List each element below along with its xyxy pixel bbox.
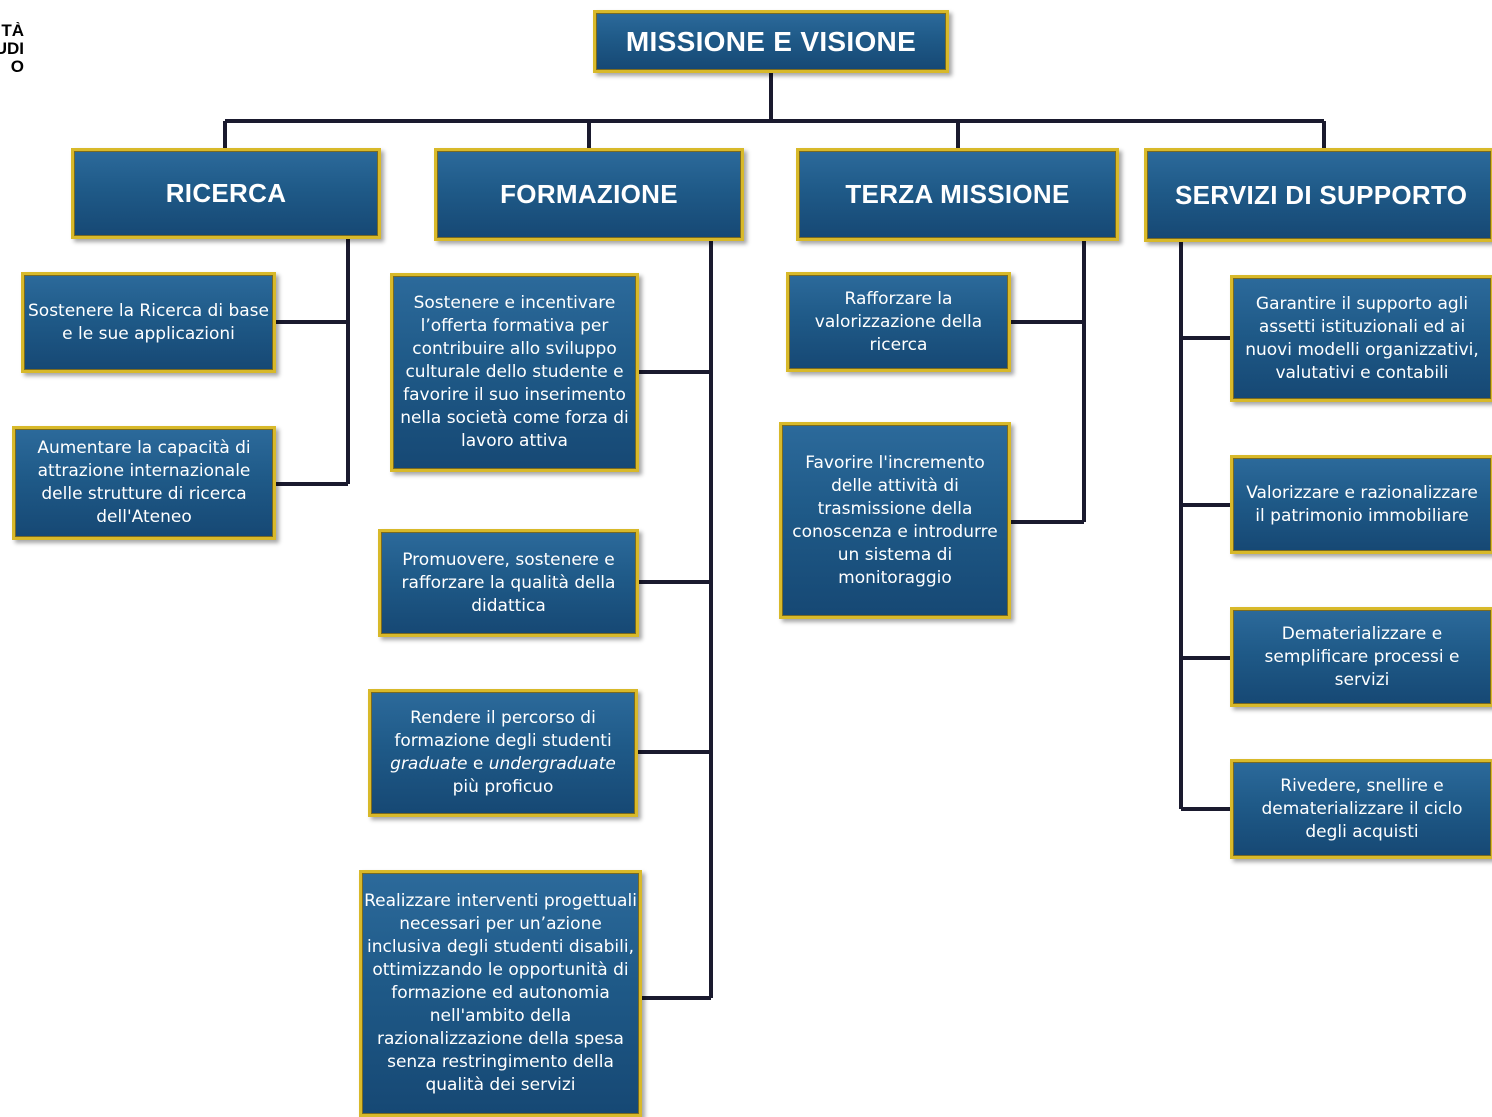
objective-formazione-2: Promuovere, sostenere e rafforzare la qu…: [378, 529, 639, 637]
corner-logo-line-3: O: [10, 57, 24, 76]
area-label: SERVIZI DI SUPPORTO: [1175, 179, 1468, 210]
objective-text: Sostenere e incentivare l’offerta format…: [400, 293, 629, 451]
root-node-missione-visione: MISSIONE E VISIONE: [593, 10, 949, 73]
objective-terza-missione-2: Favorire l'incremento delle attività di …: [779, 422, 1011, 619]
objective-text: Rafforzare la valorizzazione della ricer…: [814, 288, 983, 355]
area-label: TERZA MISSIONE: [845, 179, 1070, 209]
objective-servizi-4: Rivedere, snellire e dematerializzare il…: [1230, 759, 1492, 859]
objective-text: Valorizzare e razionalizzare il patrimon…: [1246, 482, 1478, 526]
objective-text: Favorire l'incremento delle attività di …: [792, 452, 998, 588]
objective-formazione-4: Realizzare interventi progettuali necess…: [359, 870, 642, 1117]
objective-servizi-2: Valorizzare e razionalizzare il patrimon…: [1230, 455, 1492, 554]
objective-text: Rendere il percorso di formazione degli …: [390, 708, 616, 797]
objective-formazione-1: Sostenere e incentivare l’offerta format…: [390, 273, 639, 472]
objective-text: Promuovere, sostenere e rafforzare la qu…: [401, 549, 616, 616]
area-label: FORMAZIONE: [500, 179, 678, 209]
objective-formazione-3: Rendere il percorso di formazione degli …: [368, 689, 638, 817]
area-node-ricerca: RICERCA: [71, 148, 381, 239]
area-node-terza-missione: TERZA MISSIONE: [796, 148, 1119, 241]
objective-ricerca-1: Sostenere la Ricerca di base e le sue ap…: [21, 272, 276, 373]
area-node-formazione: FORMAZIONE: [434, 148, 744, 241]
objective-servizi-3: Dematerializzare e semplificare processi…: [1230, 607, 1492, 707]
root-node-label: MISSIONE E VISIONE: [625, 25, 917, 57]
objective-ricerca-2: Aumentare la capacità di attrazione inte…: [12, 426, 276, 540]
area-label: RICERCA: [165, 178, 287, 208]
objective-text: Realizzare interventi progettuali necess…: [364, 891, 637, 1095]
corner-logo-text: TÀ UDI O: [0, 22, 24, 76]
objective-servizi-1: Garantire il supporto agli assetti istit…: [1230, 275, 1492, 402]
objective-text: Rivedere, snellire e dematerializzare il…: [1261, 775, 1463, 842]
corner-logo-line-2: UDI: [0, 39, 24, 58]
objective-terza-missione-1: Rafforzare la valorizzazione della ricer…: [786, 272, 1011, 372]
objective-text: Garantire il supporto agli assetti istit…: [1245, 293, 1479, 383]
corner-logo-line-1: TÀ: [1, 22, 24, 40]
area-node-servizi-di-supporto: SERVIZI DI SUPPORTO: [1144, 148, 1492, 242]
objective-text: Aumentare la capacità di attrazione inte…: [37, 438, 251, 527]
objective-text: Sostenere la Ricerca di base e le sue ap…: [28, 300, 269, 344]
objective-text: Dematerializzare e semplificare processi…: [1264, 623, 1460, 690]
